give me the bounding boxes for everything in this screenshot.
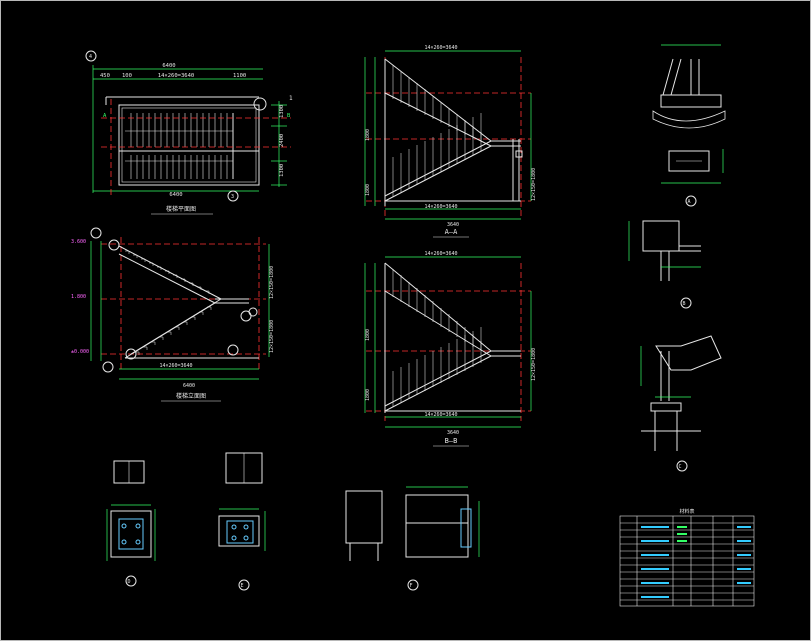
- elevation-title: 楼梯立面图: [176, 392, 206, 400]
- detail-b-labels: B: [682, 301, 685, 307]
- section-bb-labels: 14×260=3640 14×260=3640 3640 12×150=1800…: [365, 251, 537, 445]
- section-aa-labels: 14×260=3640 14×260=3640 3640 12×150=1800…: [365, 45, 537, 236]
- section-bb-top-dim: 14×260=3640: [424, 251, 457, 257]
- detail-e: [218, 452, 266, 591]
- detail-f-label: F: [409, 583, 412, 589]
- elevation-stair-span: 14×260=3640: [159, 363, 192, 369]
- detail-b: [628, 220, 701, 309]
- section-bb-right-dim: 12×150=1800: [531, 348, 537, 381]
- elevation-level-bottom: ±0.000: [71, 349, 89, 355]
- plan-stair-span: 14×260=3640: [158, 73, 194, 79]
- detail-e-labels: E: [240, 583, 243, 589]
- plan-view-labels: 6400 14×260=3640 6400 450 100 1100 1300 …: [89, 54, 293, 213]
- elevation-labels: 3.600 1.800 ±0.000 12×150=1800 12×150=18…: [71, 239, 275, 400]
- detail-d-labels: D: [127, 579, 130, 585]
- section-aa-title: A—A: [445, 228, 458, 236]
- detail-a-labels: A: [687, 199, 690, 205]
- plan-callout-section: 3: [231, 194, 234, 200]
- elevation-level-mid: 1.800: [71, 294, 86, 300]
- detail-b-label: B: [682, 301, 685, 307]
- section-bb-left-dim-1: 1800: [365, 329, 371, 341]
- section-bb-left-dim-2: 1800: [365, 389, 371, 401]
- detail-a: [652, 44, 726, 207]
- detail-f-labels: F: [409, 583, 412, 589]
- section-bb: [364, 256, 532, 428]
- section-aa-bottom-span: 14×260=3640: [424, 204, 457, 210]
- elevation-right-dim-2: 12×150=1800: [269, 320, 275, 353]
- section-aa-top-dim: 14×260=3640: [424, 45, 457, 51]
- plan-right-dim-1: 1300: [279, 105, 285, 118]
- elevation-right-dim-1: 12×150=1800: [269, 266, 275, 299]
- plan-right-dim-2: 2400: [279, 134, 285, 147]
- detail-f: [345, 486, 480, 591]
- detail-d: [106, 460, 156, 587]
- section-aa-right-dim: 12×150=1800: [531, 168, 537, 201]
- plan-overall-dim: 6400: [162, 63, 175, 69]
- plan-offset-1: 450: [100, 73, 110, 79]
- detail-c-labels: C: [678, 464, 681, 470]
- material-table: [619, 515, 755, 607]
- plan-right-dim-3: 1300: [279, 164, 285, 177]
- plan-grid-left: A: [103, 113, 107, 119]
- plan-callout-right: 1: [289, 95, 293, 102]
- plan-offset-3: 1100: [233, 73, 246, 79]
- detail-c-label: C: [678, 464, 681, 470]
- section-aa: [364, 50, 532, 220]
- material-table-title: 材料表: [679, 508, 694, 515]
- detail-c: [640, 335, 722, 472]
- elevation-overall-dim: 6400: [183, 383, 195, 389]
- plan-callout-top: 4: [89, 54, 92, 60]
- detail-a-label: A: [687, 199, 690, 205]
- material-table-labels: 材料表: [679, 508, 694, 515]
- elevation-view: [90, 227, 270, 380]
- section-bb-bottom-dim: 3640: [447, 430, 459, 436]
- detail-d-label: D: [127, 579, 130, 585]
- plan-grid-right: B: [287, 113, 291, 119]
- section-aa-left-dim-2: 1800: [365, 184, 371, 196]
- detail-e-label: E: [240, 583, 243, 589]
- elevation-level-top: 3.600: [71, 239, 86, 245]
- section-aa-left-dim-1: 1800: [365, 129, 371, 141]
- plan-view: [85, 50, 291, 202]
- plan-bottom-dim: 6400: [169, 192, 182, 198]
- plan-title: 楼梯平面图: [166, 205, 196, 213]
- section-bb-title: B—B: [445, 437, 458, 445]
- plan-offset-2: 100: [122, 73, 132, 79]
- section-bb-bottom-span: 14×260=3640: [424, 412, 457, 418]
- section-aa-bottom-dim: 3640: [447, 222, 459, 228]
